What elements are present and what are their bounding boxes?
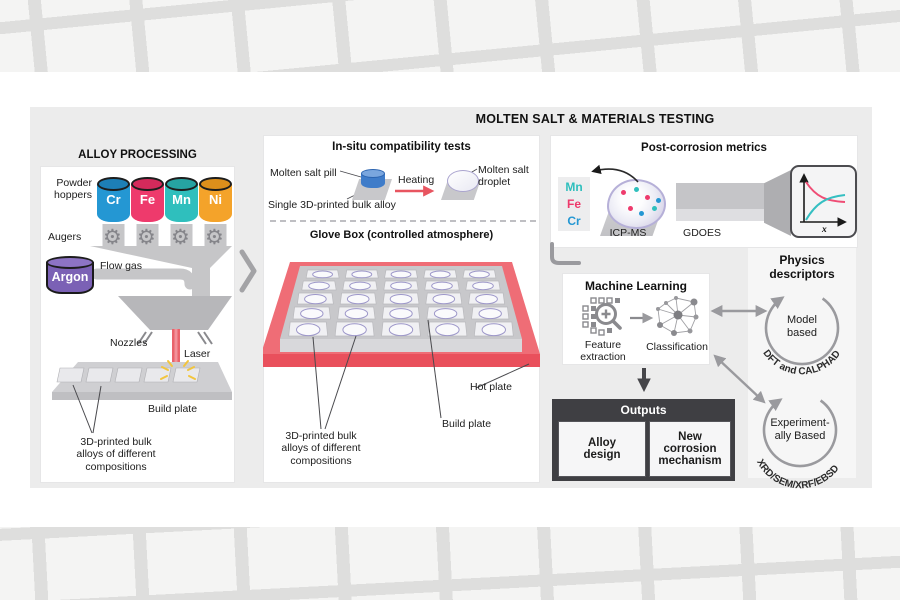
experimental-cycle-arrow xyxy=(762,398,838,468)
molten-salt-pill-label: Molten salt pill xyxy=(270,167,337,179)
hopper-mn-label: Mn xyxy=(172,192,191,207)
glove-pointer-lines xyxy=(312,319,530,430)
flow-gas-label: Flow gas xyxy=(100,260,143,272)
svg-text:XRD/SEM/XRF/EBSD: XRD/SEM/XRF/EBSD xyxy=(754,457,841,491)
insitu-title: In-situ compatibility tests xyxy=(332,141,471,153)
ion-dot xyxy=(628,206,633,211)
glove-box-tiles xyxy=(288,269,514,337)
dashed-divider xyxy=(270,220,536,222)
argon-label: Argon xyxy=(51,270,89,284)
model-methods-curved-text: DFT and CALPHAD xyxy=(760,348,843,377)
feature-extraction-label: Feature extraction xyxy=(580,339,626,364)
element-mn: Mn xyxy=(565,180,583,194)
glove-box-diagram xyxy=(263,168,540,430)
ion-dot xyxy=(621,190,626,195)
classification-icon xyxy=(656,296,699,336)
gdoes-depth-profile-plot: x xyxy=(799,173,847,235)
nozzle-ticks xyxy=(137,331,213,345)
elbow-connector xyxy=(550,242,581,265)
augers-label: Augers xyxy=(48,231,82,243)
hopper-ni-label: Ni xyxy=(209,192,222,207)
hopper-fe-label: Fe xyxy=(139,192,156,207)
bottom-grid-decoration xyxy=(0,527,900,600)
argon-cylinder: Argon xyxy=(46,256,94,294)
element-cr: Cr xyxy=(567,214,581,228)
laser-sparks xyxy=(160,360,196,380)
ml-experimental-double-arrow xyxy=(713,354,766,404)
hot-plate-label: Hot plate xyxy=(470,381,513,393)
hopper-fe: Fe xyxy=(131,177,164,222)
glove-build-plate-front xyxy=(280,339,522,352)
ion-dot xyxy=(656,198,661,203)
alloy-processing-diagram xyxy=(52,224,232,434)
element-fe: Fe xyxy=(566,197,581,211)
alloy-processing-title: ALLOY PROCESSING xyxy=(78,149,197,161)
icp-curved-arrow xyxy=(591,164,639,183)
ml-flow-arrow xyxy=(630,312,654,324)
svg-text:DFT and CALPHAD: DFT and CALPHAD xyxy=(760,348,843,377)
powder-hoppers-label: Powder hoppers xyxy=(54,177,92,202)
hopper-ni: Ni xyxy=(199,177,232,222)
physics-title: Physics descriptors xyxy=(769,253,835,282)
auger-gear-icon: ⚙ xyxy=(137,226,156,249)
auger-gear-icon: ⚙ xyxy=(171,226,190,249)
build-plate-label-middle: Build plate xyxy=(442,418,492,430)
gdoes-label: GDOES xyxy=(683,227,721,239)
ion-dot xyxy=(634,187,639,192)
glove-samples-caption: 3D-printed bulk alloys of different comp… xyxy=(281,430,361,467)
ion-dot xyxy=(639,211,644,216)
molten-salt-droplet xyxy=(447,170,479,192)
glove-box-title: Glove Box (controlled atmosphere) xyxy=(309,229,494,241)
icp-ms-label: ICP-MS xyxy=(609,227,647,239)
build-plate-label-left: Build plate xyxy=(148,403,198,415)
post-corrosion-title: Post-corrosion metrics xyxy=(641,142,767,154)
physics-diagram: DFT and CALPHAD XRD/SEM/XRF/EBSD xyxy=(710,296,843,491)
machine-learning-title: Machine Learning xyxy=(584,279,688,293)
ion-dot xyxy=(645,195,650,200)
gdoes-sample-bar xyxy=(676,183,764,221)
printed-samples xyxy=(56,367,201,383)
hot-plate-front xyxy=(263,354,540,367)
heating-arrow xyxy=(395,185,435,197)
ion-dot xyxy=(652,206,657,211)
molten-salt-droplet-label: Molten salt droplet xyxy=(478,164,529,189)
argon-gas-pipe xyxy=(91,268,196,290)
alloy-samples-caption: 3D-printed bulk alloys of different comp… xyxy=(76,436,156,473)
fe-depth-curve xyxy=(805,181,846,203)
top-grid-decoration xyxy=(0,0,900,72)
outputs-title: Outputs xyxy=(620,403,667,417)
figure-title: MOLTEN SALT & MATERIALS TESTING xyxy=(475,112,715,126)
molten-salt-pill xyxy=(361,169,385,188)
hopper-cr: Cr xyxy=(97,177,130,222)
classification-label: Classification xyxy=(646,341,708,353)
auger-gear-icon: ⚙ xyxy=(205,226,224,249)
collection-funnel-shape xyxy=(90,246,232,268)
nozzles-label: Nozzles xyxy=(110,337,148,349)
chevron-right-icon xyxy=(239,249,257,293)
feature-extraction-icon xyxy=(582,297,622,336)
single-alloy-label: Single 3D-printed bulk alloy xyxy=(268,199,396,211)
caption-pointer-lines xyxy=(72,384,102,434)
print-head-funnel xyxy=(118,296,232,330)
hopper-cr-label: Cr xyxy=(106,192,121,207)
model-based-cycle-arrow xyxy=(764,296,840,366)
element-list-box: Mn Fe Cr xyxy=(558,177,590,231)
hopper-mn: Mn xyxy=(165,177,198,222)
auger-gear-icon: ⚙ xyxy=(103,226,122,249)
mn-depth-curve xyxy=(805,194,846,221)
output-alloy-design: Alloy design xyxy=(558,421,646,477)
output-new-corrosion-mechanism: New corrosion mechanism xyxy=(649,421,731,477)
laser-label: Laser xyxy=(184,348,211,360)
heating-label: Heating xyxy=(398,174,435,186)
experimentally-based-label: Experiment- ally Based xyxy=(770,417,830,442)
x-axis-label: x xyxy=(821,225,827,235)
experimental-methods-curved-text: XRD/SEM/XRF/EBSD xyxy=(754,457,841,491)
ml-to-outputs-arrow xyxy=(637,368,651,393)
model-based-label: Model based xyxy=(787,314,817,339)
